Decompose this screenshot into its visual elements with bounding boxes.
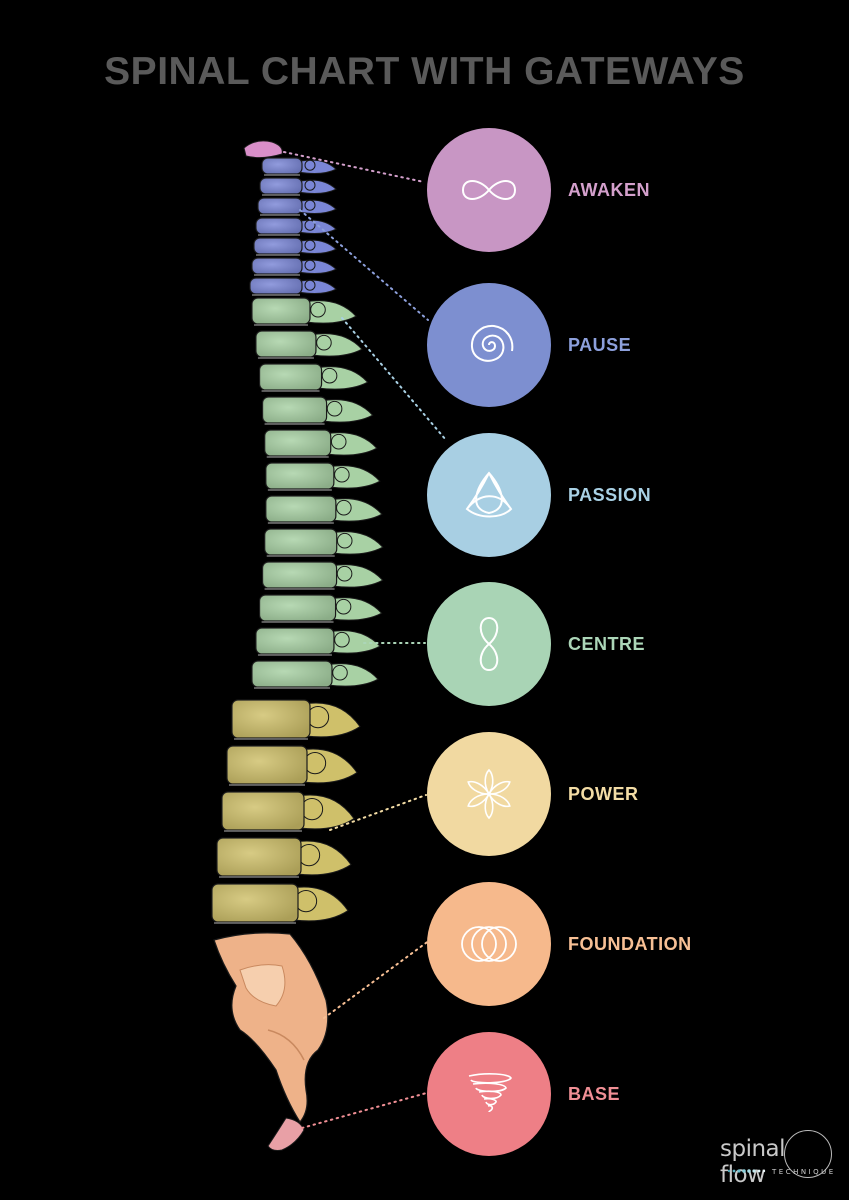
vertebra [265,529,383,556]
vertebra [212,884,348,923]
gateway-base: BASE [427,1032,551,1156]
flower-icon [427,732,551,856]
vertebra [252,661,378,688]
gateway-circle [427,283,551,407]
atlas-cap [244,141,282,158]
vertebra [266,496,382,523]
spiral-icon [427,283,551,407]
gateway-pause: PAUSE [427,283,551,407]
gateway-label: PASSION [568,485,651,506]
gateway-circle [427,128,551,252]
gateway-label: POWER [568,784,639,805]
figure-eight-icon [427,582,551,706]
vertebra [256,218,336,235]
infinity-icon [427,128,551,252]
vertebra [263,562,383,589]
connector-line [324,940,430,1018]
gateway-power: POWER [427,732,551,856]
vertebra [265,430,377,457]
coccyx [268,1118,304,1151]
logo-dots [726,1168,776,1174]
vertebra [258,198,336,215]
gateway-centre: CENTRE [427,582,551,706]
sacrum [214,933,328,1122]
gateway-circle [427,1032,551,1156]
overlapping-rings-icon [427,882,551,1006]
gateway-label: CENTRE [568,634,645,655]
gateway-circle [427,882,551,1006]
gateway-label: BASE [568,1084,620,1105]
connector-line [302,1092,430,1128]
logo-wordmark: spinal flow [720,1136,832,1188]
vertebra [256,331,362,358]
gateway-label: AWAKEN [568,180,650,201]
vertebra [227,746,357,785]
logo-subtitle: TECHNIQUE [772,1168,836,1176]
vortex-icon [427,1032,551,1156]
vertebra [260,178,336,195]
vertebra [250,278,336,295]
vertebra [232,700,360,739]
vertebra [266,463,380,490]
vertebra [252,298,356,325]
vertebra [217,838,351,877]
vertebra [263,397,373,424]
triquetra-icon [427,433,551,557]
gateway-label: FOUNDATION [568,934,692,955]
vertebra [254,238,336,255]
gateway-circle [427,433,551,557]
gateway-circle [427,732,551,856]
gateway-label: PAUSE [568,335,631,356]
vertebra [260,595,382,622]
vertebra [252,258,336,275]
brand-logo: spinal flow TECHNIQUE [720,1128,832,1188]
vertebra [260,364,368,391]
gateway-circle [427,582,551,706]
vertebra [222,792,354,831]
vertebra [256,628,380,655]
gateway-awaken: AWAKEN [427,128,551,252]
gateway-passion: PASSION [427,433,551,557]
gateway-foundation: FOUNDATION [427,882,551,1006]
